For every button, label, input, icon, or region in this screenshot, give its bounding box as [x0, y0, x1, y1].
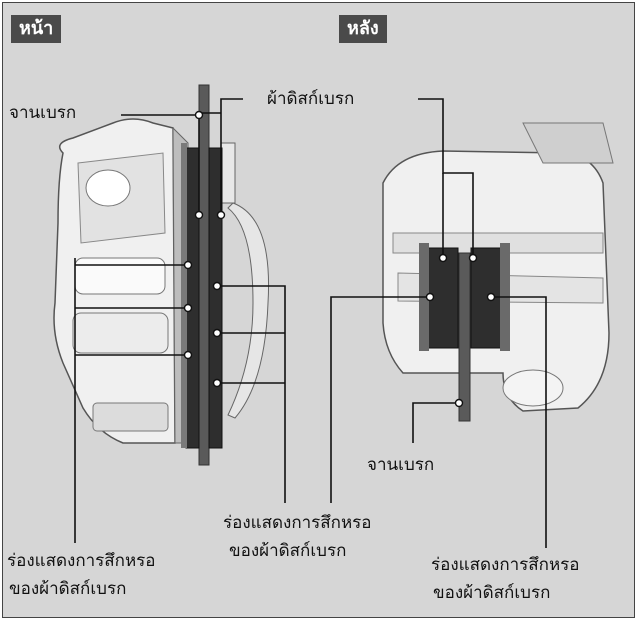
front-disc-label: จานเบรก	[9, 103, 77, 123]
rear-tag: หลัง	[339, 15, 387, 43]
left-indicator-label-line1: ร่องแสดงการสึกหรอ	[7, 551, 156, 571]
brake-diagram	[53, 84, 614, 548]
front-caliper	[53, 84, 270, 466]
center-indicator-label-line1: ร่องแสดงการสึกหรอ	[223, 513, 372, 533]
front-tag: หน้า	[11, 15, 62, 43]
pointer-dots	[183, 110, 496, 408]
center-indicator-label-line2: ของผ้าดิสก์เบรก	[229, 541, 347, 561]
pads-label: ผ้าดิสก์เบรก	[267, 89, 355, 109]
left-indicator-label-line2: ของผ้าดิสก์เบรก	[9, 579, 127, 599]
leader-lines	[74, 98, 547, 548]
rear-disc-label: จานเบรก	[367, 455, 435, 475]
right-indicator-label-line2: ของผ้าดิสก์เบรก	[433, 583, 551, 603]
right-indicator-label-line1: ร่องแสดงการสึกหรอ	[431, 555, 580, 575]
rear-caliper	[382, 122, 614, 422]
